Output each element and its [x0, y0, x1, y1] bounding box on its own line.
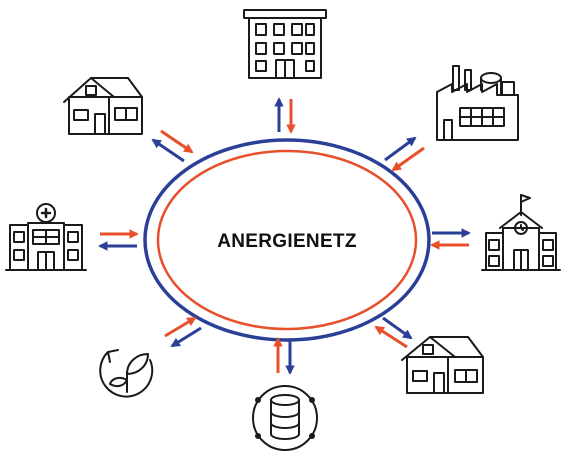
arrow-bottomleft-in: [164, 316, 197, 338]
arrow-topleft-in: [160, 129, 194, 154]
school-icon: [482, 195, 560, 270]
arrow-topright-out: [384, 136, 417, 162]
house-icon: [402, 337, 483, 393]
inner-ring: [156, 149, 418, 331]
storage-database-icon: [253, 386, 317, 450]
factory-icon: [437, 66, 518, 140]
hospital-icon: [6, 204, 86, 270]
outer-ring: [143, 138, 431, 342]
arrow-topright-in: [391, 146, 425, 172]
office-building-icon: [244, 10, 326, 78]
center-label: ANERGIENETZ: [217, 231, 357, 252]
plant-cycle-icon: [100, 350, 152, 397]
arrow-group: [98, 97, 471, 375]
arrow-bottomright-in: [374, 325, 408, 349]
arrow-bottomleft-out: [170, 326, 202, 348]
arrow-bottomright-out: [382, 316, 413, 340]
arrow-topleft-out: [151, 138, 185, 163]
house-icon: [64, 78, 142, 134]
